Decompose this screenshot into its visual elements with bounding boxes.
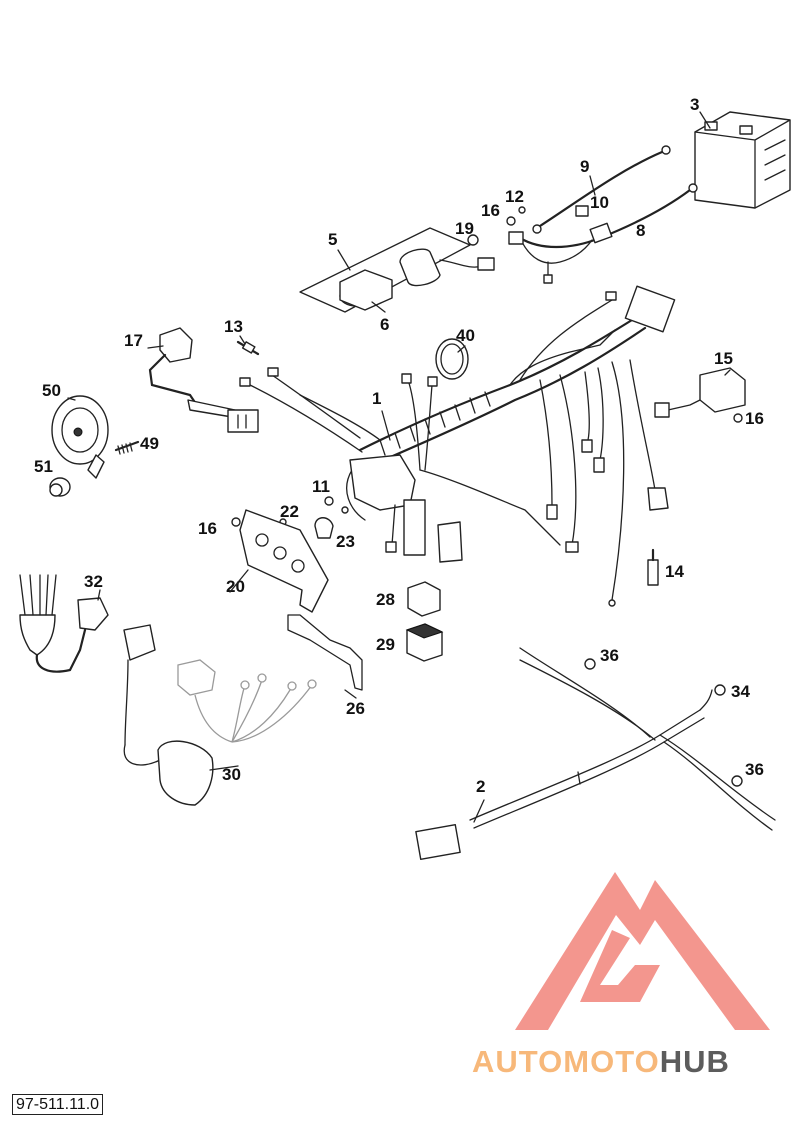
logo-wordmark: AUTOMOTOHUB (472, 1044, 730, 1080)
callout-2: 2 (476, 777, 485, 796)
callout-17: 17 (124, 331, 143, 350)
main-harness (239, 285, 676, 607)
callout-labels: 3 9 12 16 10 19 8 5 6 13 17 40 15 16 50 … (34, 95, 764, 796)
kill-switch-wiring (177, 659, 317, 743)
relay-28 (407, 581, 441, 617)
callout-19: 19 (455, 219, 474, 238)
callout-29: 29 (376, 635, 395, 654)
callout-13: 13 (224, 317, 243, 336)
callout-16a: 16 (481, 201, 500, 220)
callout-34: 34 (731, 682, 750, 701)
callout-9: 9 (580, 157, 589, 176)
connector-harness-32 (19, 574, 109, 673)
callout-15: 15 (714, 349, 733, 368)
callout-1: 1 (372, 389, 381, 408)
callout-10: 10 (590, 193, 609, 212)
relay-bracket (239, 509, 329, 613)
horn (51, 395, 109, 479)
callout-36b: 36 (745, 760, 764, 779)
callout-30: 30 (222, 765, 241, 784)
capacitor-group (299, 227, 495, 313)
callout-12: 12 (505, 187, 524, 206)
logo-moto: MOTO (563, 1044, 660, 1079)
callout-6: 6 (380, 315, 389, 334)
rear-harness (415, 647, 776, 860)
voltage-regulator (654, 367, 746, 423)
callout-16b: 16 (198, 519, 217, 538)
rubber-grommet (49, 477, 71, 497)
callout-5: 5 (328, 230, 337, 249)
logo-hub: HUB (659, 1044, 730, 1079)
battery (694, 111, 791, 209)
oil-pressure-switch (647, 548, 659, 586)
callout-51: 51 (34, 457, 53, 476)
reference-code: 97-511.11.0 (12, 1094, 104, 1115)
handlebar-switch (123, 624, 214, 806)
cable-tie (435, 338, 469, 380)
callout-40: 40 (456, 326, 475, 345)
callout-22: 22 (280, 502, 299, 521)
callout-32: 32 (84, 572, 103, 591)
battery-cable (532, 145, 671, 234)
logo-auto: AUTO (472, 1044, 564, 1079)
callout-50: 50 (42, 381, 61, 400)
mounting-bracket (287, 614, 363, 691)
callout-20: 20 (226, 577, 245, 596)
callout-11: 11 (312, 477, 330, 496)
callout-28: 28 (376, 590, 395, 609)
callout-49: 49 (140, 434, 159, 453)
callout-14: 14 (665, 562, 684, 581)
callout-26: 26 (346, 699, 365, 718)
small-nuts (467, 206, 526, 246)
callout-8: 8 (636, 221, 645, 240)
fuse-cable (508, 183, 698, 284)
leader-lines (67, 111, 731, 823)
small-sensor (236, 340, 260, 356)
logo-mark (515, 872, 770, 1030)
switch-with-cable (148, 327, 259, 433)
callout-23: 23 (336, 532, 355, 551)
callout-16c: 16 (745, 409, 764, 428)
callout-36a: 36 (600, 646, 619, 665)
callout-3: 3 (690, 95, 699, 114)
horn-bolt (114, 440, 140, 455)
relay-29 (405, 623, 444, 662)
